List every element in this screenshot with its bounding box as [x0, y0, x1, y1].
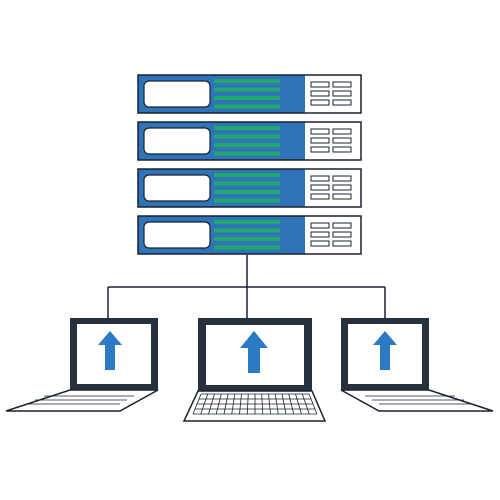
server-outline	[137, 121, 362, 161]
server-vent-slot	[332, 222, 352, 229]
server-vent-slot	[332, 81, 352, 88]
server-status-bar	[214, 190, 280, 194]
keyboard-column-line	[268, 393, 271, 415]
keyboard-column-line	[192, 393, 202, 415]
server-drive-bay	[143, 127, 211, 155]
server-outline	[137, 74, 362, 114]
network-connections	[107, 255, 386, 318]
keyboard-column-line	[288, 393, 295, 415]
server-vent-slot	[332, 137, 352, 144]
laptop-left-keyboard-base	[5, 389, 159, 412]
server-vent-slot	[310, 81, 330, 88]
server-vent-slot	[332, 231, 352, 238]
server-vent-slot	[310, 231, 330, 238]
server-status-bar	[214, 237, 280, 241]
server-unit-3	[137, 168, 362, 208]
server-vent-slot	[310, 175, 330, 182]
server-vent-slot	[310, 90, 330, 97]
server-status-bar	[214, 104, 280, 109]
server-status-bar	[214, 126, 280, 130]
keyboard-column-line	[301, 393, 310, 415]
keyboard-column-line	[295, 393, 302, 415]
server-vent-slot	[332, 99, 352, 106]
server-status-bar	[214, 228, 280, 233]
keyboard-column-line	[261, 393, 264, 415]
server-rack	[137, 74, 362, 255]
upload-arrow-icon	[98, 331, 122, 370]
server-vent-slot	[310, 193, 330, 200]
laptop-center-keyboard-base	[182, 390, 327, 422]
server-drive-bay	[143, 221, 211, 249]
server-vent-slot	[332, 240, 352, 247]
server-unit-4	[137, 215, 362, 255]
laptop-left	[5, 318, 159, 412]
server-status-bar	[214, 245, 280, 250]
server-status-bar	[214, 143, 280, 147]
server-status-bar	[214, 134, 280, 139]
keyboard-column-line	[223, 393, 229, 415]
server-outline	[137, 215, 362, 255]
upload-arrow-icon	[240, 331, 268, 373]
server-vent-slot	[332, 146, 352, 153]
keyboard-column-line	[200, 393, 209, 415]
server-drive-bay	[143, 174, 211, 202]
server-status-bar	[214, 79, 280, 83]
server-vent-slot	[332, 175, 352, 182]
server-unit-1	[137, 74, 362, 114]
laptop-right-keyboard-base	[340, 389, 494, 412]
server-vent-slot	[310, 137, 330, 144]
keyboard-column-line	[239, 393, 242, 415]
server-vent-slot	[310, 128, 330, 135]
laptop-center	[182, 318, 327, 422]
server-status-bar	[214, 173, 280, 177]
keyboard-column-line	[208, 393, 215, 415]
server-status-bar	[214, 87, 280, 92]
server-vent-slot	[310, 146, 330, 153]
laptop-right	[340, 318, 494, 412]
server-vent-slot	[332, 128, 352, 135]
server-vent-slot	[310, 99, 330, 106]
server-status-bar	[214, 151, 280, 156]
upload-arrow-icon	[373, 331, 397, 370]
server-vent-slot	[310, 240, 330, 247]
server-vent-slot	[310, 222, 330, 229]
server-vent-slot	[310, 184, 330, 191]
server-drive-bay	[143, 80, 211, 108]
server-vent-slot	[332, 90, 352, 97]
server-vent-slot	[332, 193, 352, 200]
server-status-bar	[214, 181, 280, 186]
server-status-bar	[214, 198, 280, 203]
keyboard-column-line	[308, 393, 318, 415]
server-outline	[137, 168, 362, 208]
laptop-center-keys	[192, 393, 318, 415]
laptop-right-keys	[365, 395, 473, 405]
keyboard-column-line	[231, 393, 236, 415]
laptop-left-keys	[26, 395, 134, 405]
keyboard-column-line	[281, 393, 287, 415]
keyboard-column-line	[215, 393, 222, 415]
server-status-bar	[214, 220, 280, 224]
keyboard-column-line	[246, 393, 249, 415]
server-vent-slot	[332, 184, 352, 191]
keyboard-column-line	[274, 393, 279, 415]
server-status-bar	[214, 96, 280, 100]
server-unit-2	[137, 121, 362, 161]
